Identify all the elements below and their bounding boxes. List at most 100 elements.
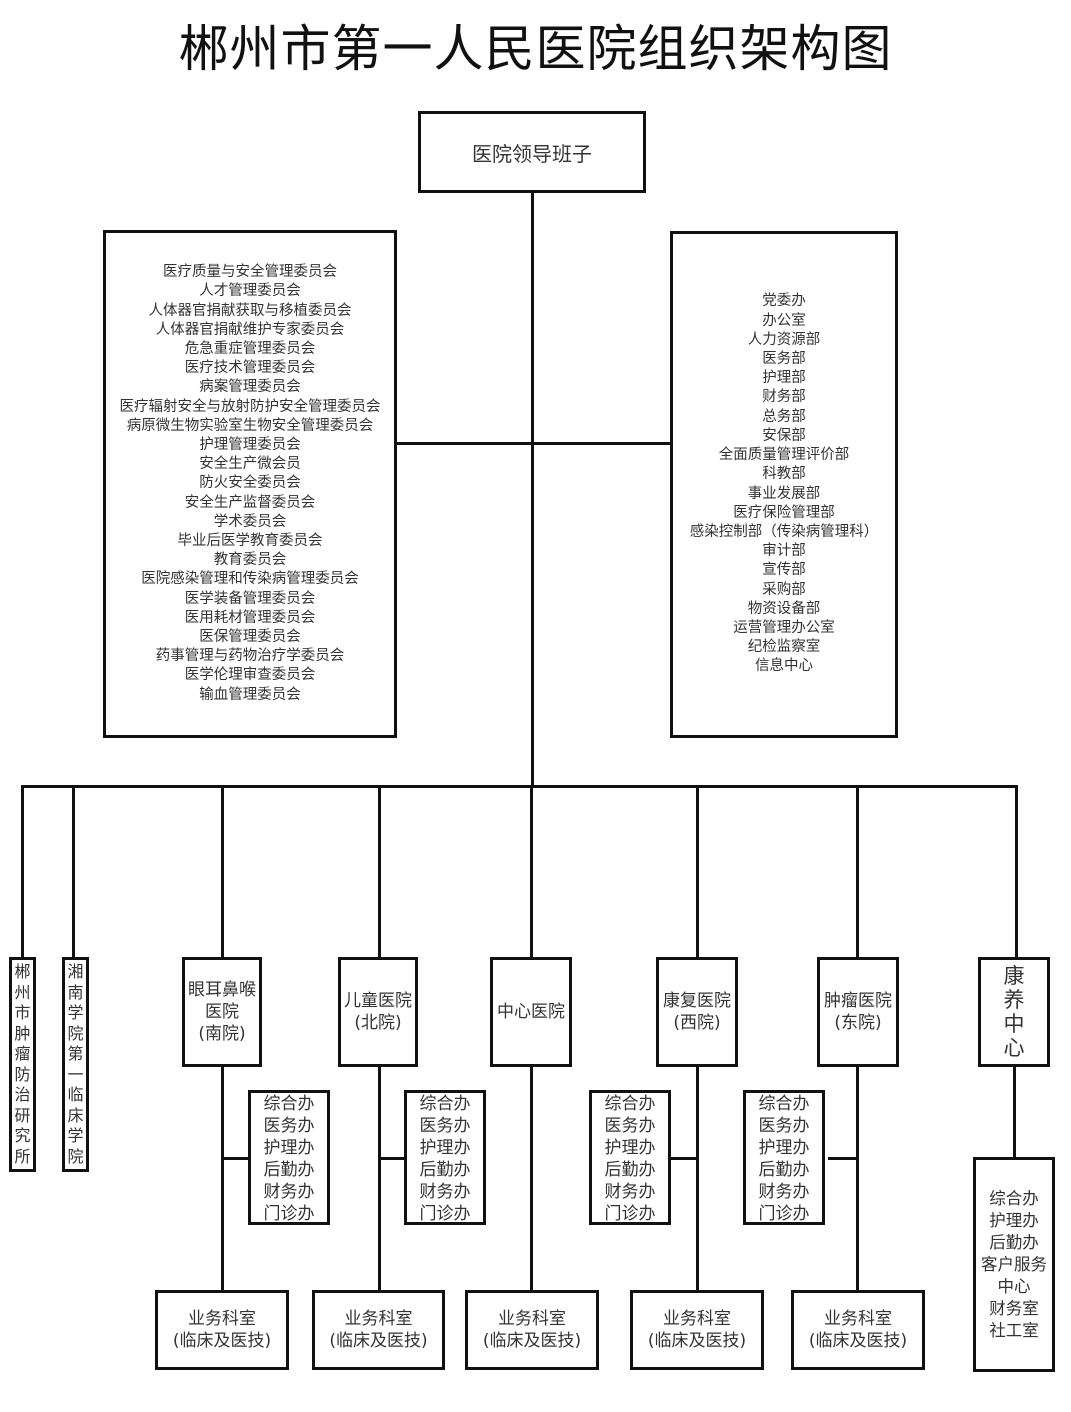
- department-item: 人力资源部: [747, 331, 821, 348]
- committee-item: 人体器官捐献获取与移植委员会: [148, 302, 352, 319]
- char: 学: [67, 1126, 84, 1145]
- char: 临: [67, 1085, 84, 1104]
- department-item: 纪检监察室: [747, 639, 821, 656]
- committee-item: 教育委员会: [213, 552, 287, 569]
- committee-item: 学术委员会: [213, 513, 287, 530]
- committee-item: 毕业后医学教育委员会: [177, 533, 323, 549]
- dept-sublabel: (临床及医技): [172, 1331, 272, 1351]
- office-item: 综合办: [263, 1094, 315, 1114]
- committee-item: 病原微生物实验室生物安全管理委员会: [126, 417, 374, 434]
- branch-name: 儿童医院: [344, 991, 412, 1011]
- connector-line: [530, 785, 533, 960]
- dept-sublabel: (临床及医技): [647, 1331, 747, 1351]
- committee-item: 病案管理委员会: [199, 379, 301, 396]
- department-item: 全面质量管理评价部: [718, 447, 850, 464]
- department-item: 财务部: [762, 389, 806, 406]
- department-item: 运营管理办公室: [733, 619, 835, 636]
- committee-item: 医学伦理审查委员会: [184, 667, 316, 684]
- branch-box-central: 中心医院: [490, 957, 572, 1067]
- committee-item: 医学装备管理委员会: [184, 590, 316, 607]
- committee-item: 医保管理委员会: [199, 629, 301, 646]
- connector-line: [696, 785, 699, 960]
- branch-offices-box: 综合办 医务办 护理办 后勤办 财务办 门诊办: [743, 1090, 825, 1225]
- office-item: 护理办: [604, 1138, 656, 1158]
- office-item: 护理办: [758, 1138, 810, 1158]
- dept-label: 业务科室: [344, 1309, 413, 1329]
- dept-sublabel: (临床及医技): [482, 1331, 582, 1351]
- char: 究: [14, 1126, 31, 1145]
- department-item: 办公室: [762, 312, 806, 329]
- office-item: 中心: [997, 1276, 1031, 1296]
- char: 南: [67, 982, 84, 1002]
- office-item: 综合办: [604, 1094, 656, 1114]
- dept-label: 业务科室: [663, 1309, 731, 1329]
- branch-name: 中心医院: [497, 1002, 565, 1022]
- char: 一: [67, 1064, 84, 1084]
- char: 院: [67, 1146, 84, 1166]
- connector-line: [221, 785, 224, 960]
- branch-offices-box: 综合办 医务办 护理办 后勤办 财务办 门诊办: [404, 1090, 486, 1225]
- branch-name: 肿瘤医院: [824, 991, 892, 1011]
- branch-offices-box: 综合办 医务办 护理办 后勤办 财务办 门诊办: [589, 1090, 671, 1225]
- business-dept-box: 业务科室 (临床及医技): [630, 1290, 764, 1370]
- business-dept-box: 业务科室 (临床及医技): [312, 1290, 445, 1370]
- office-item: 财务室: [989, 1298, 1039, 1318]
- business-dept-box: 业务科室 (临床及医技): [155, 1290, 289, 1370]
- office-item: 财务办: [758, 1182, 810, 1202]
- committee-item: 医用耗材管理委员会: [184, 609, 316, 626]
- office-item: 综合办: [989, 1188, 1039, 1208]
- char: 治: [14, 1085, 31, 1104]
- office-item: 门诊办: [758, 1204, 810, 1224]
- office-item: 财务办: [604, 1182, 656, 1202]
- wellness-offices-box: 综合办 护理办 后勤办 客户服务 中心 财务室 社工室: [973, 1157, 1055, 1372]
- char: 康: [1003, 964, 1025, 988]
- branch-name: 眼耳鼻喉: [188, 980, 256, 1000]
- office-item: 后勤办: [989, 1232, 1039, 1252]
- committee-item: 医院感染管理和传染病管理委员会: [141, 571, 359, 588]
- dept-sublabel: (临床及医技): [808, 1331, 908, 1351]
- office-item: 综合办: [419, 1094, 471, 1114]
- char: 学: [67, 1003, 84, 1022]
- char: 防: [14, 1064, 31, 1084]
- connector-line: [856, 1065, 859, 1293]
- department-item: 总务部: [762, 408, 806, 425]
- committees-box: 医疗质量与安全管理委员会 人才管理委员会 人体器官捐献获取与移植委员会 人体器官…: [103, 230, 397, 738]
- office-item: 后勤办: [419, 1160, 471, 1180]
- committee-item: 护理管理委员会: [199, 436, 301, 453]
- office-item: 客户服务: [981, 1254, 1047, 1274]
- char: 研: [14, 1105, 31, 1125]
- char: 所: [14, 1146, 31, 1166]
- committee-item: 药事管理与药物治疗学委员会: [155, 648, 345, 665]
- branch-name: (东院): [834, 1013, 882, 1033]
- connector-line: [378, 1157, 407, 1160]
- committee-item: 安全生产监督委员会: [184, 494, 316, 511]
- branch-name: (西院): [673, 1013, 721, 1033]
- department-item: 党委办: [762, 293, 806, 310]
- char: 床: [67, 1105, 84, 1125]
- connector-line: [531, 192, 534, 786]
- office-item: 医务办: [604, 1116, 656, 1136]
- office-item: 社工室: [989, 1320, 1039, 1340]
- office-item: 门诊办: [604, 1204, 656, 1224]
- office-item: 护理办: [419, 1138, 471, 1158]
- department-item: 宣传部: [762, 562, 806, 579]
- char: 郴: [14, 962, 31, 981]
- office-item: 后勤办: [604, 1160, 656, 1180]
- department-item: 医疗保险管理部: [733, 504, 835, 521]
- office-item: 后勤办: [263, 1160, 315, 1180]
- department-item: 审计部: [762, 543, 806, 560]
- char: 中: [1003, 1012, 1025, 1036]
- connector-line: [669, 1157, 697, 1160]
- wellness-center-box: 康 养 中 心: [978, 957, 1050, 1067]
- office-item: 医务办: [419, 1116, 471, 1136]
- leadership-label: 医院领导班子: [472, 141, 592, 166]
- branch-name: (北院): [354, 1013, 402, 1033]
- connector-line: [378, 785, 381, 960]
- char: 湘: [67, 962, 84, 981]
- committee-item: 输血管理委员会: [199, 686, 301, 703]
- connector-line: [221, 1157, 250, 1160]
- connector-line: [21, 785, 24, 960]
- char: 州: [14, 982, 31, 1002]
- connector-line: [1015, 785, 1018, 960]
- char: 第: [67, 1044, 84, 1063]
